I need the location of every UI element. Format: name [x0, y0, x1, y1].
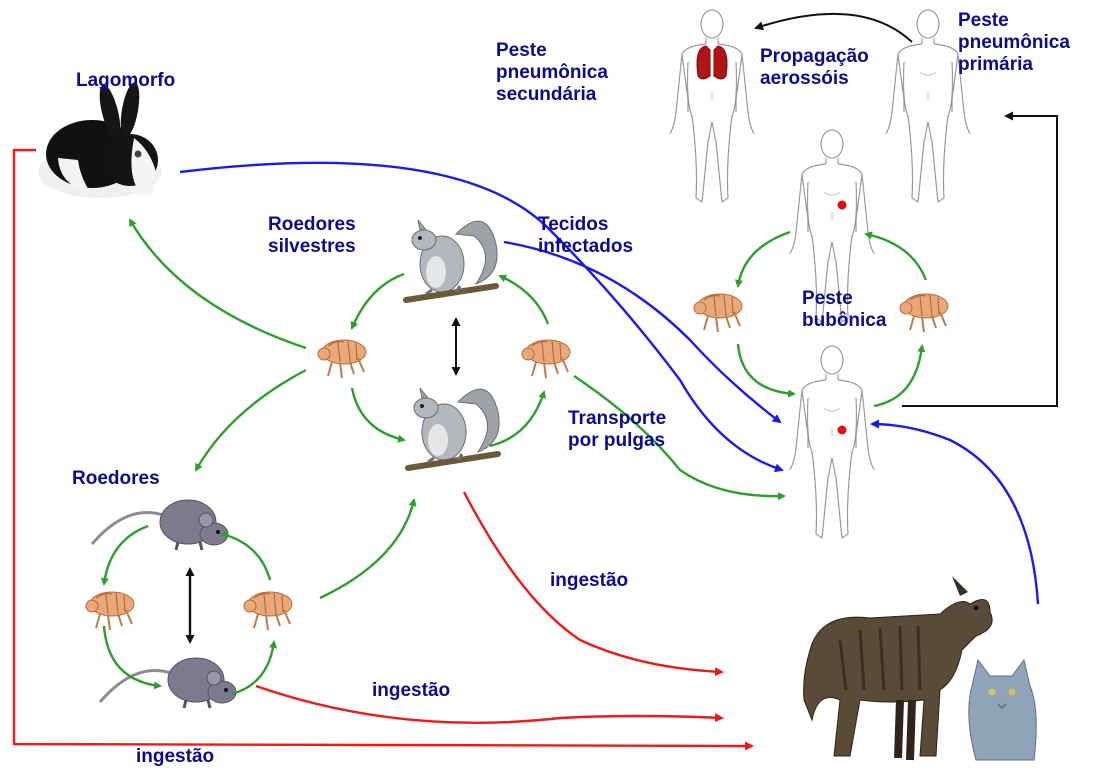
label-peste-bubonica: Peste bubônica [802, 288, 886, 332]
label-transporte: Transporte por pulgas [568, 408, 666, 452]
aerosol-arrow [756, 14, 912, 42]
bubo-dot-upper [838, 201, 847, 210]
rabbit-image [38, 81, 162, 198]
label-tecidos: Tecidos infectados [538, 214, 633, 258]
dog-image [804, 576, 993, 760]
flea-left-human [694, 294, 742, 332]
cat-image [969, 660, 1036, 760]
rodent-bottom [100, 658, 236, 708]
label-ingestao-3: ingestão [136, 746, 214, 768]
flea-right-human [900, 294, 948, 332]
flea-right-rodent [244, 592, 292, 630]
flea-right-wild [522, 340, 570, 378]
label-ingestao-2: ingestão [372, 680, 450, 702]
label-roedores: Roedores [72, 468, 160, 490]
label-peste-secundaria: Peste pneumônica secundária [496, 40, 608, 106]
human-bubonic [790, 346, 874, 538]
lungs-icon [697, 46, 727, 79]
label-propagacao: Propagação aerossóis [760, 46, 869, 90]
human-secondary-pneumonic [670, 10, 754, 202]
label-roedores-silvestres: Roedores silvestres [268, 214, 356, 258]
wild-rodent-bottom [408, 388, 499, 468]
label-peste-primaria: Peste pneumônica primária [958, 10, 1070, 76]
rodent-top [92, 500, 228, 550]
label-lagomorfo: Lagomorfo [76, 70, 175, 92]
wild-rodent-top [406, 220, 497, 300]
bubo-dot-lower [838, 426, 847, 435]
flea-left-rodent [86, 592, 134, 630]
bubonic-to-primary-arrow [902, 116, 1057, 406]
flea-left-wild [318, 340, 366, 378]
label-ingestao-1: ingestão [550, 570, 628, 592]
